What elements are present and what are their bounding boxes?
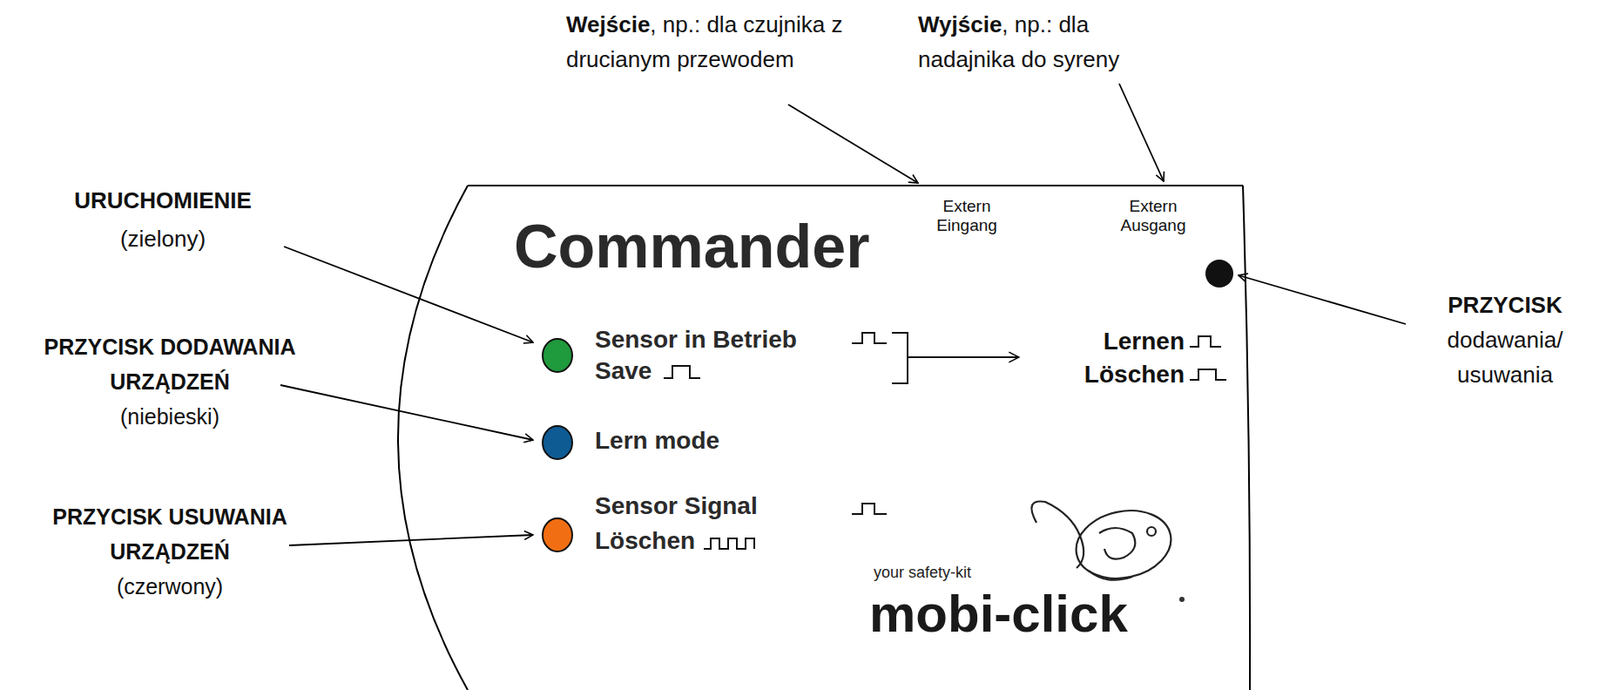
callout-text: (czerwony) xyxy=(8,568,331,604)
label-group: Extern Eingang xyxy=(927,196,1006,236)
label-group: Lern mode xyxy=(594,426,848,455)
label-group: Save xyxy=(594,357,700,385)
label-group: Sensor Signal xyxy=(594,492,848,520)
label-group: Lernen xyxy=(1010,327,1185,356)
callout-text: (niebieski) xyxy=(8,398,331,434)
label-group: Extern Ausgang xyxy=(1113,196,1193,236)
mode-label: Löschen xyxy=(1010,360,1185,389)
label-group: Löschen xyxy=(1010,360,1185,389)
green-led xyxy=(542,338,573,372)
mode-label: Lernen xyxy=(1010,327,1185,356)
logo-tagline: your safety-kit xyxy=(873,562,1048,582)
label-group: PRZYCISK DODAWANIA URZĄDZEŃ(niebieski) xyxy=(8,329,331,434)
callout-heading: PRZYCISK xyxy=(1435,287,1575,323)
callout-heading: PRZYCISK USUWANIA URZĄDZEŃ xyxy=(8,499,331,569)
callout-heading: URUCHOMIENIE xyxy=(10,181,316,220)
led-label: Sensor Signal xyxy=(594,492,848,520)
push-button xyxy=(1205,259,1234,288)
label-group: mobi-click xyxy=(869,585,1201,643)
label-group: your safety-kit xyxy=(873,562,1048,582)
logo-bird xyxy=(1031,501,1177,588)
port-label: Extern Ausgang xyxy=(1113,196,1193,236)
led-label: Save xyxy=(594,357,700,385)
label-group: URUCHOMIENIE(zielony) xyxy=(10,181,316,258)
label-group: Löschen xyxy=(594,526,770,555)
led-label: Löschen xyxy=(594,526,770,555)
trademark-dot xyxy=(1179,596,1185,602)
logo-wordmark: mobi-click xyxy=(869,585,1201,643)
label-group: PRZYCISK USUWANIA URZĄDZEŃ(czerwony) xyxy=(8,499,331,604)
port-label: Extern Eingang xyxy=(927,196,1006,236)
label-group: Sensor in Betrieb xyxy=(594,325,848,354)
bracket-arrow xyxy=(891,332,1020,384)
device-title: Commander xyxy=(513,214,915,279)
label-group: Wyjście, np.: dla nadajnika do syreny xyxy=(918,6,1154,77)
callout-heading: Wejście xyxy=(566,11,650,38)
label-group: Wejście, np.: dla czujnika z drucianym p… xyxy=(566,6,845,77)
label-group: Commander xyxy=(513,214,915,279)
callout-heading: Wyjście xyxy=(918,11,1002,38)
orange-led xyxy=(542,518,573,552)
led-label: Sensor in Betrieb xyxy=(594,325,848,354)
led-label: Lern mode xyxy=(594,426,848,455)
label-group: PRZYCISKdodawania/ usuwania xyxy=(1435,287,1575,392)
leader-arrows xyxy=(280,83,1406,546)
callout-text: dodawania/ usuwania xyxy=(1435,322,1575,392)
callout-text: (zielony) xyxy=(10,219,316,258)
callout-heading: PRZYCISK DODAWANIA URZĄDZEŃ xyxy=(8,329,331,399)
blue-led xyxy=(542,425,573,460)
